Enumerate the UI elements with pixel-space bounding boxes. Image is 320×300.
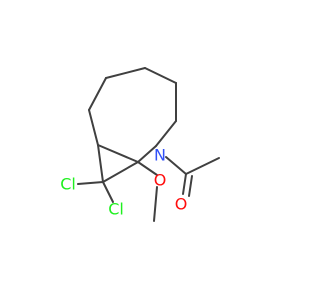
atom-cl-upper: Cl	[60, 175, 76, 194]
bond-carbonyl-1	[182, 173, 187, 195]
atom-o-methoxy: O	[154, 171, 167, 190]
bond-c1-c7	[97, 144, 139, 163]
bond-c7-o-methoxy	[137, 161, 158, 176]
bond-ring-c6-n	[155, 120, 177, 147]
bond-ring-n-c7	[137, 145, 157, 163]
atom-o-carbonyl: O	[175, 195, 188, 214]
bond-ring-c2-c3	[88, 77, 107, 111]
bond-c1-ccl2	[97, 144, 104, 183]
bond-carbonyl-2	[188, 175, 193, 197]
atom-n: N	[154, 146, 166, 165]
bond-acyl-methyl	[185, 157, 220, 175]
bond-c-cl-upper	[77, 181, 104, 185]
bond-ring-c1-c2	[88, 109, 99, 146]
bond-ring-c4-c5	[144, 67, 177, 84]
atom-cl-lower: Cl	[108, 200, 124, 219]
bond-c-cl-lower	[102, 181, 114, 203]
bond-c7-ccl2	[102, 161, 139, 183]
bond-n-acyl-carbon	[165, 156, 187, 175]
bond-o-methyl	[153, 186, 158, 222]
bond-ring-c3-c4	[105, 67, 146, 79]
molecule-structure: N O O Cl Cl	[60, 67, 220, 222]
